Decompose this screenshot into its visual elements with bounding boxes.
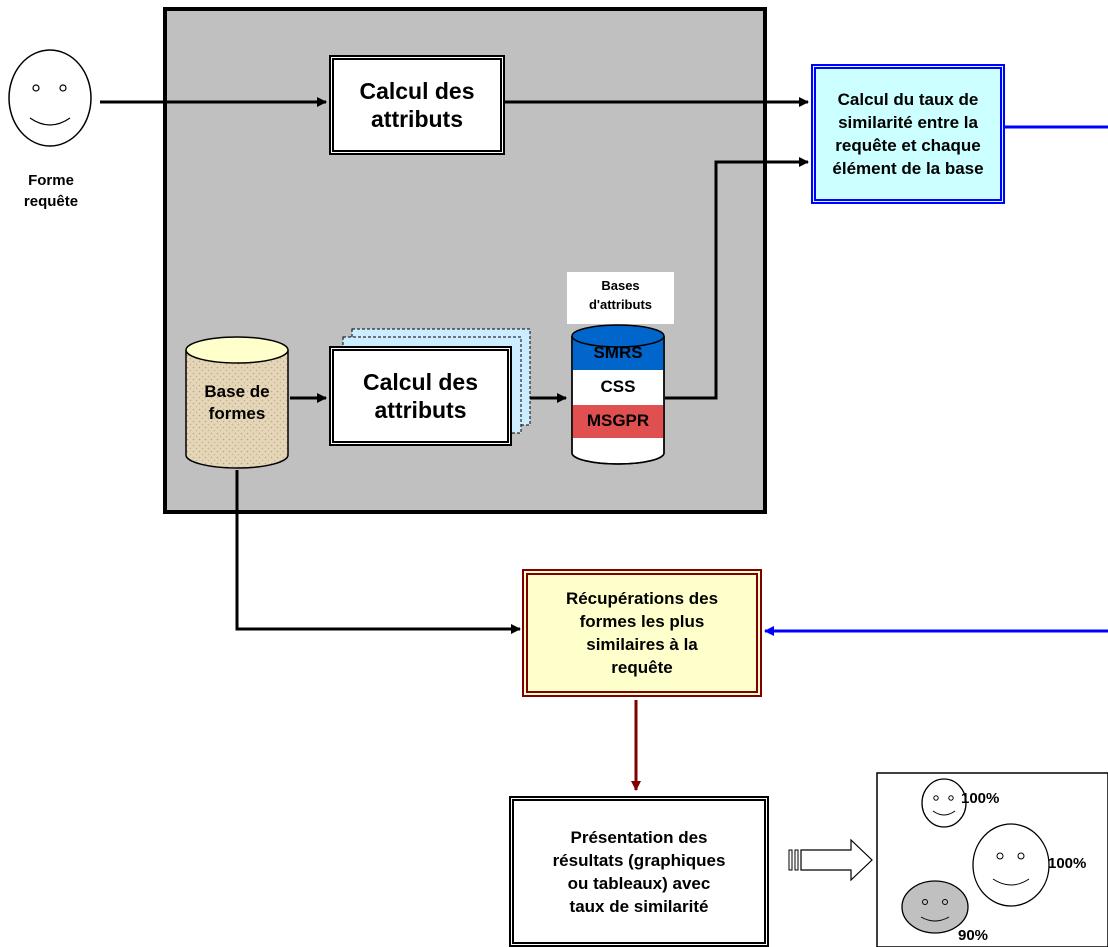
query-caption-line2: requête [23,193,79,210]
retrieval-line2: formes les plus [579,612,705,631]
retrieval-box: Récupérations des formes les plus simila… [522,569,762,697]
result-score-grey: 90% [958,927,989,944]
result-face-grey-icon [901,880,969,934]
similarity-computation-box: Calcul du taux de similarité entre la re… [811,64,1005,204]
top-attr-line1: Calcul des [359,78,475,104]
result-face-large-icon [972,823,1050,907]
layer-smrs-label: SMRS [593,343,643,362]
presentation-line2: résultats (graphiques [552,850,726,870]
presentation-line3: ou tableaux) avec [567,873,711,893]
layer-css-label: CSS [600,377,636,396]
retrieval-line3: similaires à la [586,635,698,654]
hollow-arrow-icon [788,838,873,882]
result-score-small: 100% [961,790,1000,807]
shape-database-label: Base de formes [186,381,288,425]
attr-db-title-bg [567,272,674,324]
layer-msgpr-label: MSGPR [586,411,650,430]
shape-database-cylinder [185,336,289,469]
bottom-attr-line1: Calcul des [362,369,479,395]
arrow-shapedb-to-retrieval [235,470,521,634]
similarity-line4: élément de la base [832,159,984,178]
shape-db-line2: formes [208,404,266,423]
similarity-line1: Calcul du taux de [837,90,979,109]
presentation-line1: Présentation des [570,827,708,847]
query-caption-line1: Forme [28,172,74,189]
arrow-attrdb-to-similarity [665,157,809,400]
retrieval-line4: requête [611,658,673,677]
attr-db-title-line1: Bases [601,278,640,293]
bottom-attr-line2: attributs [374,397,467,423]
result-score-large: 100% [1048,855,1087,872]
attr-db-title: Bases d'attributs [567,276,674,314]
top-attribute-computation-box: Calcul des attributs [329,55,505,155]
similarity-line2: similarité entre la [838,113,978,132]
bottom-attribute-computation-box: Calcul des attributs [329,346,512,446]
presentation-box: Présentation des résultats (graphiques o… [509,796,769,947]
result-face-small-icon [921,778,967,828]
attribute-database-cylinder [571,324,665,465]
top-attr-line2: attributs [371,106,463,132]
similarity-line3: requête et chaque [835,136,981,155]
query-face-icon [8,49,92,147]
retrieval-line1: Récupérations des [565,589,719,608]
shape-db-line1: Base de [204,382,270,401]
query-caption: Forme requête [10,170,92,212]
attr-db-title-line2: d'attributs [588,297,653,312]
layer-msgpr [572,405,664,438]
presentation-line4: taux de similarité [569,896,709,916]
